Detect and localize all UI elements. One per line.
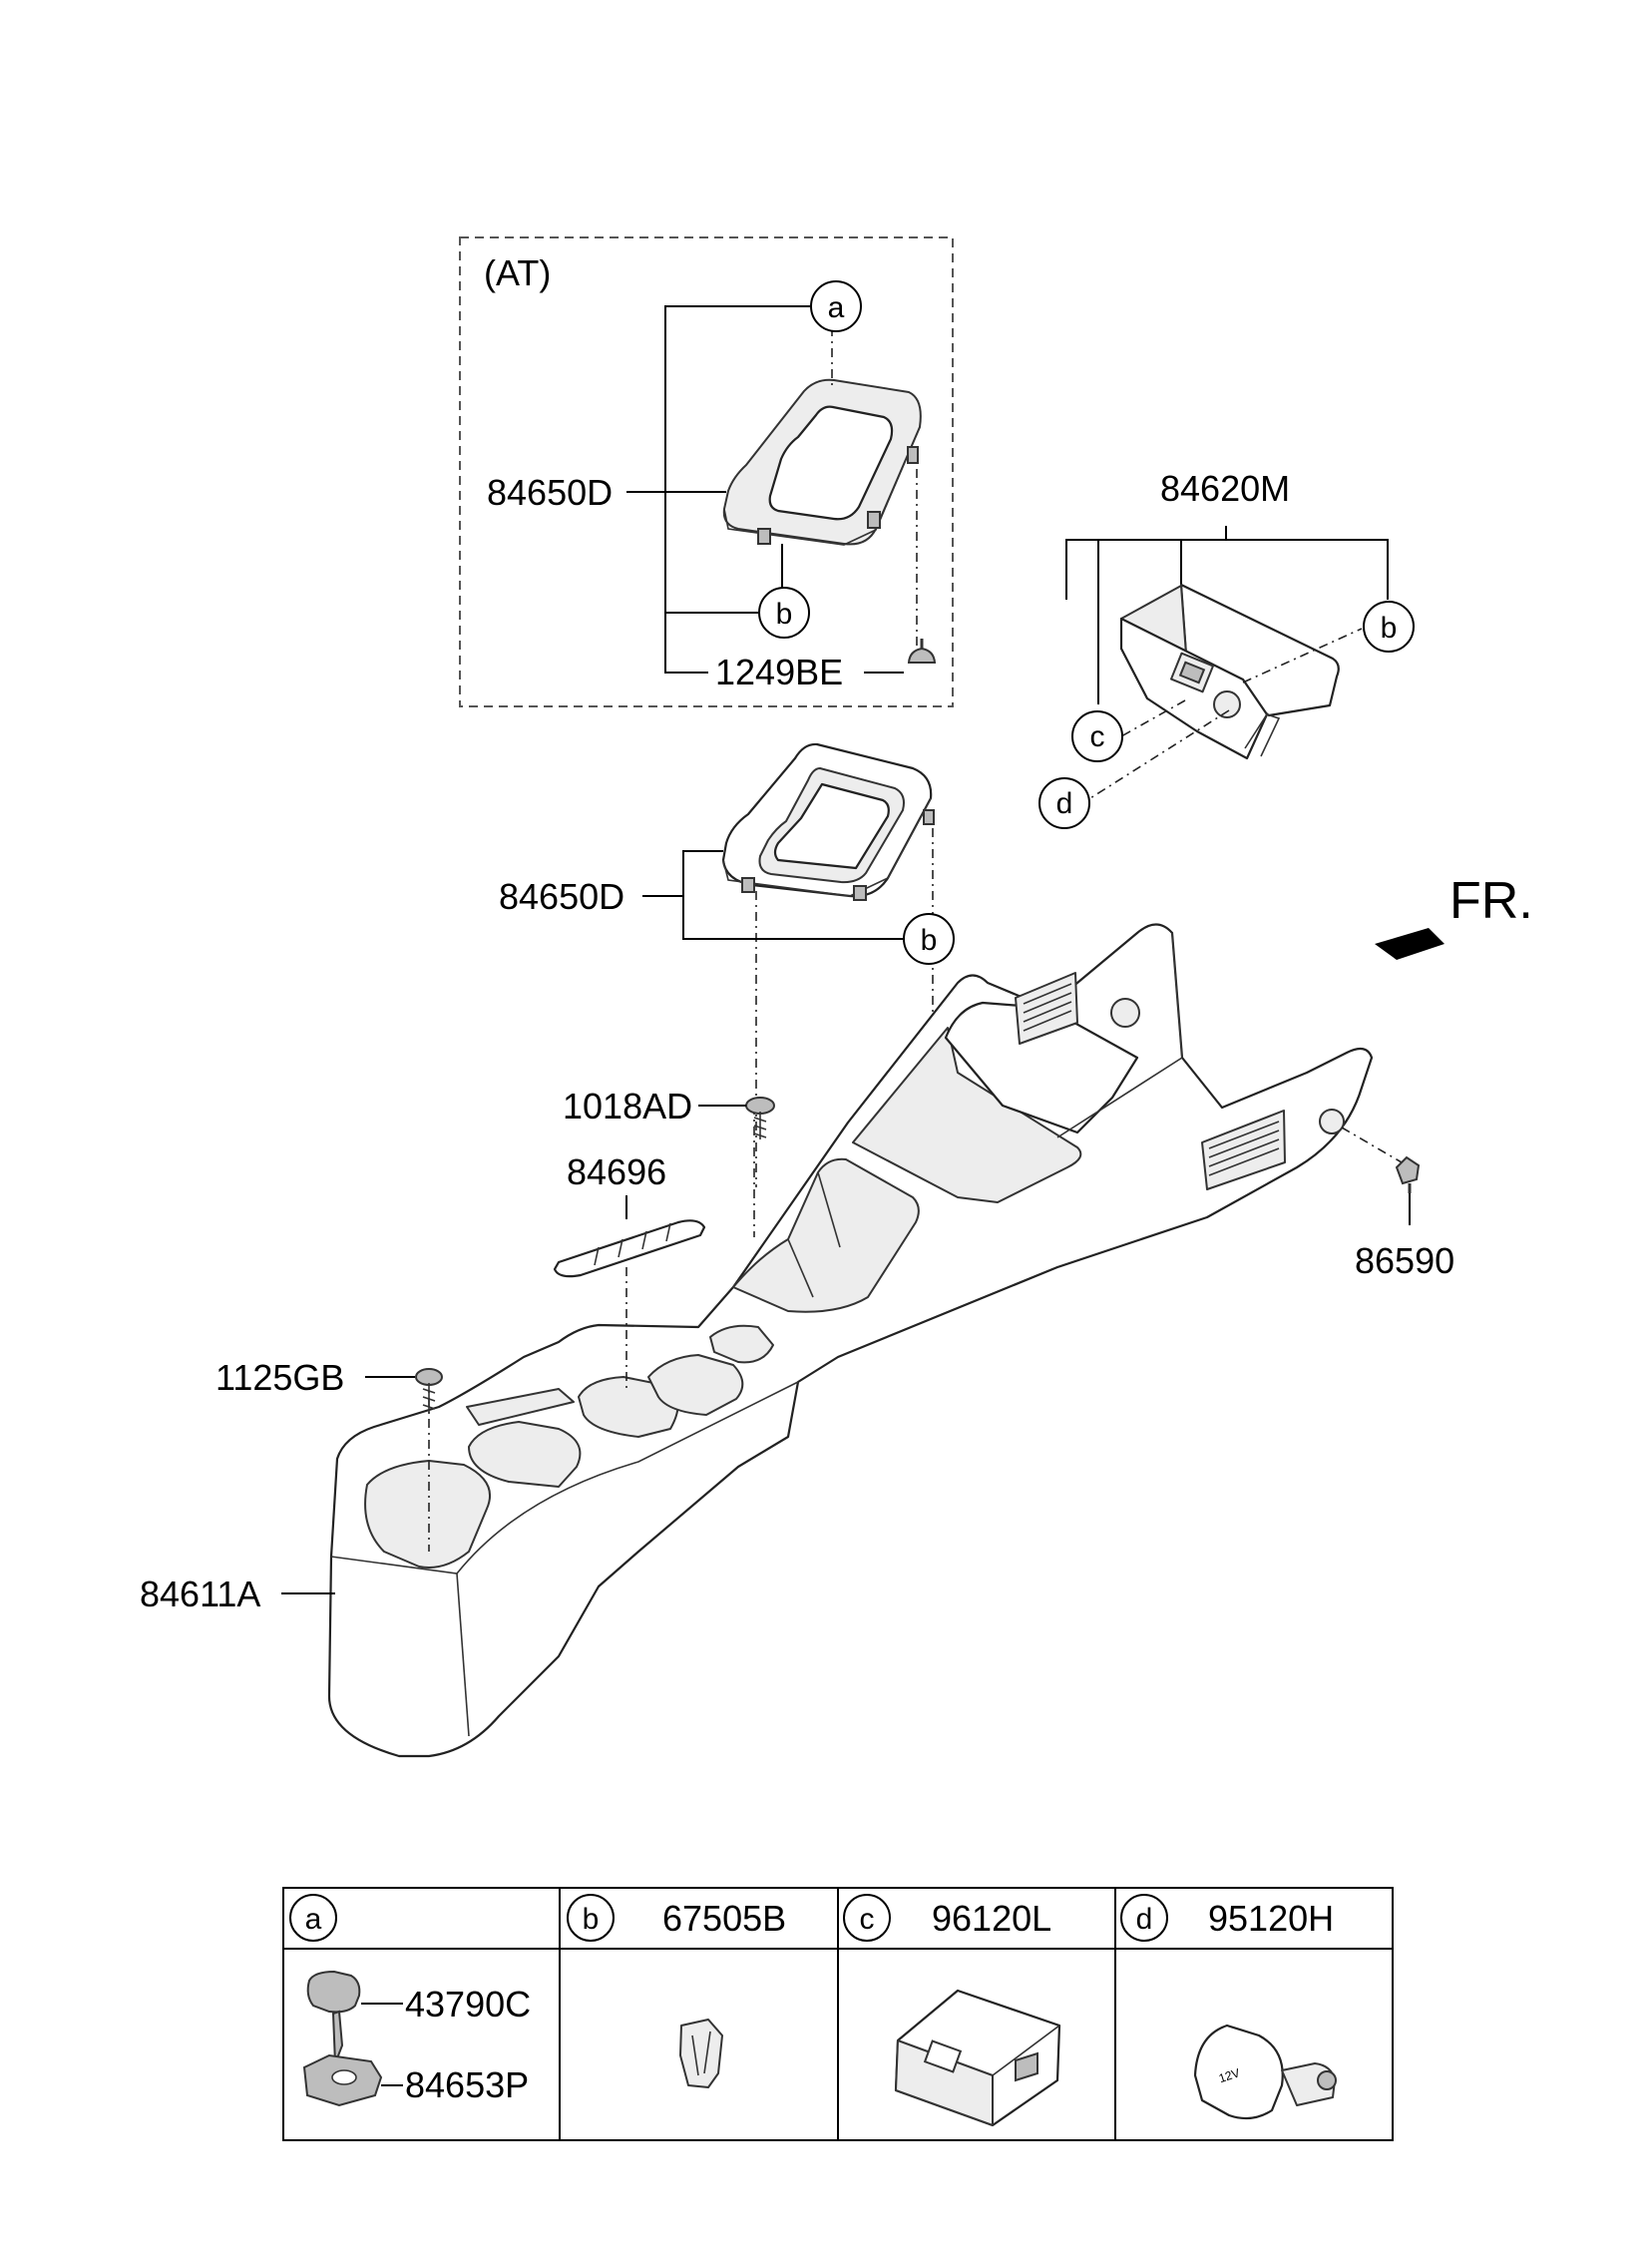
front-arrow-icon <box>1375 928 1445 960</box>
callout-b-at-letter: b <box>776 598 793 631</box>
at-inset-frame <box>459 236 954 707</box>
legend-part-b: 67505B <box>662 1898 786 1939</box>
screw-1125gb-group: 1125GB <box>215 1357 443 1413</box>
callout-a-top-letter: a <box>828 291 845 324</box>
label-1018ad: 1018AD <box>563 1086 692 1127</box>
callout-b-panel-letter: b <box>1381 612 1398 645</box>
label-84650d-at: 84650D <box>487 472 613 513</box>
legend-item-84653p: 84653P <box>405 2064 529 2105</box>
console-84611a-icon <box>327 923 1374 1758</box>
rear-vent-lower <box>1208 1121 1280 1176</box>
legend-clip-icon <box>679 2019 723 2088</box>
legend-part-c: 96120L <box>932 1898 1051 1939</box>
legend-item-43790c: 43790C <box>405 1984 531 2025</box>
legend-header-b: b 67505B <box>567 1894 786 1942</box>
garnish-84696-group: 84696 <box>553 1151 706 1278</box>
legend-letter-b: b <box>583 1903 600 1936</box>
callout-b-main <box>903 913 955 965</box>
label-1125gb: 1125GB <box>215 1357 344 1398</box>
legend-letter-c: c <box>860 1903 875 1936</box>
legend-table: a b 67505B c 96120L d 95120H 43790C <box>282 1887 1394 2141</box>
outlet-12v-text: 12V <box>1217 2065 1242 2085</box>
power-outlet-icon: 12V <box>1193 2024 1337 2120</box>
at-inset: (AT) a b 84650D 1249BE <box>459 236 954 707</box>
screw-1125gb-icon <box>415 1368 443 1413</box>
knob-base-icon <box>302 2053 383 2107</box>
callout-c-panel-letter: c <box>1090 720 1105 753</box>
callout-d-panel <box>1038 777 1090 829</box>
label-1249be: 1249BE <box>715 652 843 692</box>
callout-a-top <box>810 280 862 332</box>
shift-bezel-main-group: b 84650D <box>499 742 955 1237</box>
shift-bezel-at-icon <box>722 378 922 546</box>
screw-1018ad-group: 1018AD <box>563 1086 775 1139</box>
rear-vent-upper <box>1023 983 1072 1032</box>
legend-letter-a: a <box>305 1903 322 1936</box>
clip-86590-icon <box>1395 1155 1421 1193</box>
callout-d-panel-letter: d <box>1056 787 1073 820</box>
legend-letter-d: d <box>1136 1903 1153 1936</box>
label-84650d-main: 84650D <box>499 876 624 917</box>
legend-header-c: c 96120L <box>843 1894 1051 1942</box>
callout-b-panel <box>1363 601 1415 653</box>
clip-86590-group: 86590 <box>1355 1155 1454 1281</box>
panel-84620m-group: 84620M b c d <box>1038 468 1415 829</box>
screw-1249be-icon <box>907 639 937 664</box>
label-86590: 86590 <box>1355 1240 1454 1281</box>
screw-1018ad-icon <box>745 1097 775 1139</box>
usb-port-icon <box>894 1989 1061 2127</box>
label-84611a: 84611A <box>140 1574 260 1614</box>
callout-b-at <box>758 587 810 639</box>
shift-bezel-main-icon <box>721 742 935 901</box>
at-inset-title: (AT) <box>484 252 551 293</box>
garnish-84696-icon <box>553 1219 706 1278</box>
legend-cell-a: 43790C 84653P <box>302 1970 531 2107</box>
label-84696: 84696 <box>567 1151 666 1192</box>
front-label: FR. <box>1449 872 1533 930</box>
legend-header-d: d 95120H <box>1120 1894 1334 1942</box>
label-84620m: 84620M <box>1160 468 1290 509</box>
panel-84620m-icon <box>1119 583 1340 760</box>
legend-part-d: 95120H <box>1208 1898 1334 1939</box>
callout-b-main-letter: b <box>921 924 938 957</box>
front-indicator: FR. <box>1375 872 1533 960</box>
legend-header-a: a <box>289 1894 337 1942</box>
knob-cap-icon <box>306 1970 361 2064</box>
callout-c-panel <box>1071 710 1123 762</box>
